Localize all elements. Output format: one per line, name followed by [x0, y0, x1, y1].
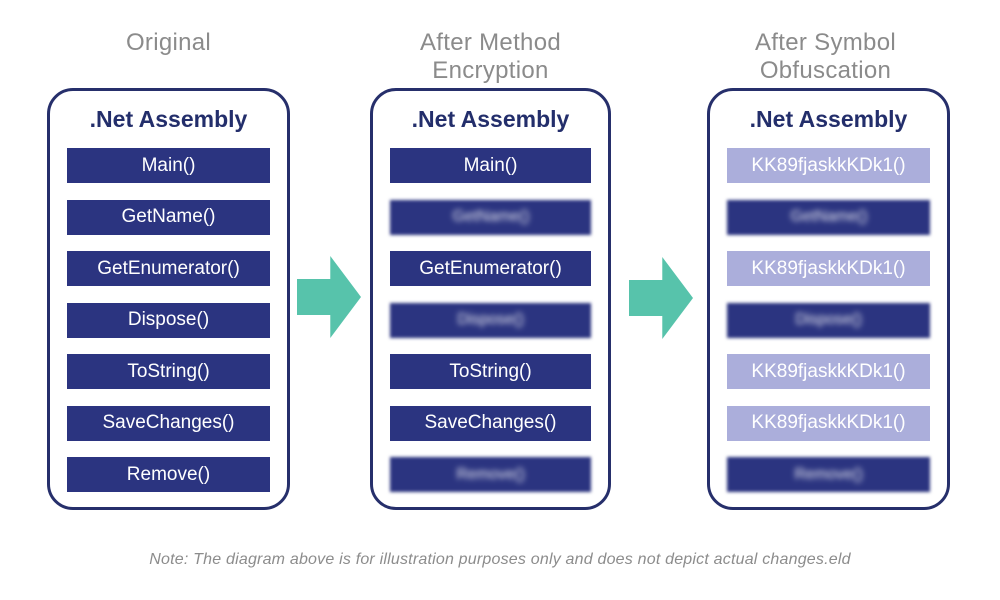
method-label: GetName()	[451, 207, 530, 226]
column-header-after-method-encryption: After Method Encryption	[419, 29, 561, 84]
assembly-panel-original: .Net Assembly Main() GetName() GetEnumer…	[47, 88, 290, 510]
method-label: Remove()	[456, 465, 525, 483]
method-list: KK89fjaskkKDk1() GetName() KK89fjaskkKDk…	[727, 148, 930, 492]
method-label: Remove()	[126, 463, 211, 485]
method-row-encrypted: Dispose()	[390, 302, 591, 338]
method-label: KK89fjaskkKDk1()	[751, 360, 906, 382]
method-label: SaveChanges()	[424, 412, 557, 433]
footnote: Note: The diagram above is for illustrat…	[149, 551, 851, 568]
method-list: Main() GetName() GetEnumerator() Dispose…	[67, 148, 270, 492]
method-row-encrypted: Dispose()	[727, 302, 930, 338]
method-label: SaveChanges()	[102, 412, 235, 433]
method-label: Dispose()	[795, 310, 862, 329]
method-row-encrypted: GetName()	[727, 199, 930, 235]
method-label: ToString()	[127, 360, 210, 382]
method-row: GetEnumerator()	[67, 251, 270, 286]
method-row: Main()	[390, 148, 591, 183]
method-row: ToString()	[390, 354, 591, 389]
method-row: ToString()	[67, 354, 270, 389]
method-label: Dispose()	[457, 310, 524, 329]
method-row-obfuscated: KK89fjaskkKDk1()	[727, 148, 930, 183]
method-row: SaveChanges()	[390, 405, 591, 441]
method-row: GetName()	[67, 199, 270, 235]
method-label: KK89fjaskkKDk1()	[751, 412, 906, 433]
right-arrow-icon	[297, 256, 361, 338]
method-label: Dispose()	[127, 309, 210, 330]
method-row-obfuscated: KK89fjaskkKDk1()	[727, 354, 930, 389]
method-label: GetEnumerator()	[419, 257, 562, 279]
method-row: SaveChanges()	[67, 405, 270, 441]
method-row: Remove()	[67, 457, 270, 492]
method-row-encrypted: Remove()	[390, 457, 591, 492]
method-label: KK89fjaskkKDk1()	[751, 154, 906, 176]
method-row-obfuscated: KK89fjaskkKDk1()	[727, 405, 930, 441]
column-header-after-symbol-obfuscation: After Symbol Obfuscation	[755, 29, 896, 84]
column-header-original: Original	[125, 29, 212, 56]
method-label: GetEnumerator()	[97, 257, 240, 279]
assembly-panel-after-method-encryption: .Net Assembly Main() GetName() GetEnumer…	[370, 88, 611, 510]
method-label: Remove()	[794, 465, 863, 483]
panel-title: .Net Assembly	[411, 106, 570, 132]
panel-title: .Net Assembly	[749, 106, 908, 132]
method-label: GetName()	[121, 206, 216, 227]
method-row-obfuscated: KK89fjaskkKDk1()	[727, 251, 930, 286]
method-label: KK89fjaskkKDk1()	[751, 257, 906, 279]
method-list: Main() GetName() GetEnumerator() Dispose…	[390, 148, 591, 492]
method-row-encrypted: GetName()	[390, 199, 591, 235]
method-label: GetName()	[789, 207, 868, 226]
panel-title: .Net Assembly	[89, 106, 248, 132]
method-label: Main()	[463, 154, 518, 176]
method-label: Main()	[141, 154, 196, 176]
assembly-panel-after-symbol-obfuscation: .Net Assembly KK89fjaskkKDk1() GetName()…	[707, 88, 950, 510]
method-label: ToString()	[449, 360, 532, 382]
method-row: GetEnumerator()	[390, 251, 591, 286]
method-row: Main()	[67, 148, 270, 183]
method-row: Dispose()	[67, 302, 270, 338]
method-row-encrypted: Remove()	[727, 457, 930, 492]
right-arrow-icon	[629, 257, 693, 339]
